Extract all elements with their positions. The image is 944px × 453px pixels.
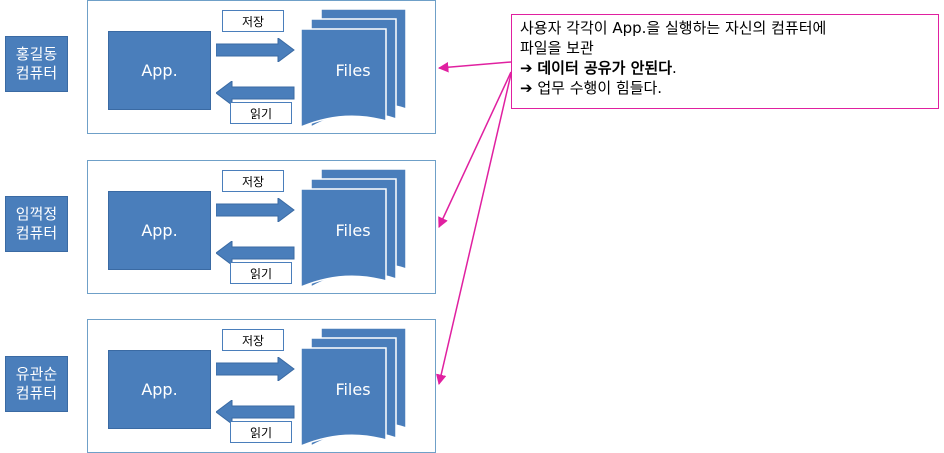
read-label: 읽기 xyxy=(249,425,273,440)
save-label: 저장 xyxy=(241,333,265,348)
user-device: 컴퓨터 xyxy=(15,384,58,402)
computer-panel-1: App. 저장 읽기 Files xyxy=(87,0,436,134)
read-label: 읽기 xyxy=(249,266,273,281)
save-arrow-icon xyxy=(216,38,295,62)
note-line-2: 파일을 보관 xyxy=(520,39,594,57)
note-emphasis: 데이터 공유가 안된다 xyxy=(537,59,673,77)
app-box: App. xyxy=(108,31,211,110)
user-device: 컴퓨터 xyxy=(15,224,58,242)
app-box: App. xyxy=(108,191,211,270)
files-stack-icon xyxy=(301,169,407,289)
user-name: 임꺽정 xyxy=(15,205,58,223)
files-label: Files xyxy=(335,221,371,240)
connector-to-panel-1 xyxy=(437,61,512,73)
read-arrow-icon xyxy=(216,81,295,105)
computer-panel-2: App. 저장 읽기 Files xyxy=(87,160,436,294)
read-tag: 읽기 xyxy=(230,421,292,443)
user-device: 컴퓨터 xyxy=(15,64,58,82)
computer-panel-3: App. 저장 읽기 Files xyxy=(87,319,436,453)
read-arrow-icon xyxy=(216,400,295,424)
files-label: Files xyxy=(335,380,371,399)
save-arrow-icon xyxy=(216,198,295,222)
read-label: 읽기 xyxy=(249,106,273,121)
files-stack-icon xyxy=(301,328,407,448)
read-tag: 읽기 xyxy=(230,102,292,124)
note-line-3: ➔ 데이터 공유가 안된다. xyxy=(520,58,930,78)
read-tag: 읽기 xyxy=(230,262,292,284)
app-box: App. xyxy=(108,350,211,429)
user-name: 홍길동 xyxy=(15,45,58,63)
right-arrow-icon: ➔ xyxy=(520,59,533,77)
app-label: App. xyxy=(141,61,178,80)
note-period: . xyxy=(672,59,677,77)
right-arrow-icon: ➔ xyxy=(520,79,533,97)
connector-to-panel-3 xyxy=(436,73,512,386)
files-label: Files xyxy=(335,61,371,80)
save-tag: 저장 xyxy=(222,10,284,32)
save-tag: 저장 xyxy=(222,170,284,192)
user-label-lim: 임꺽정 컴퓨터 xyxy=(5,196,68,252)
connector-to-panel-2 xyxy=(438,71,512,228)
save-label: 저장 xyxy=(241,14,265,29)
save-arrow-icon xyxy=(216,357,295,381)
files-stack-icon xyxy=(301,9,407,129)
app-label: App. xyxy=(141,380,178,399)
note-consequence: 업무 수행이 힘들다. xyxy=(537,79,663,97)
note-line-1: 사용자 각각이 App.을 실행하는 자신의 컴퓨터에 xyxy=(520,19,827,37)
explanation-note: 사용자 각각이 App.을 실행하는 자신의 컴퓨터에 파일을 보관 ➔ 데이터… xyxy=(511,14,939,109)
user-name: 유관순 xyxy=(15,365,58,383)
read-arrow-icon xyxy=(216,241,295,265)
app-label: App. xyxy=(141,221,178,240)
note-line-4: ➔ 업무 수행이 힘들다. xyxy=(520,78,930,98)
user-label-yu: 유관순 컴퓨터 xyxy=(5,356,68,412)
user-label-hong: 홍길동 컴퓨터 xyxy=(5,36,68,92)
save-tag: 저장 xyxy=(222,329,284,351)
save-label: 저장 xyxy=(241,174,265,189)
